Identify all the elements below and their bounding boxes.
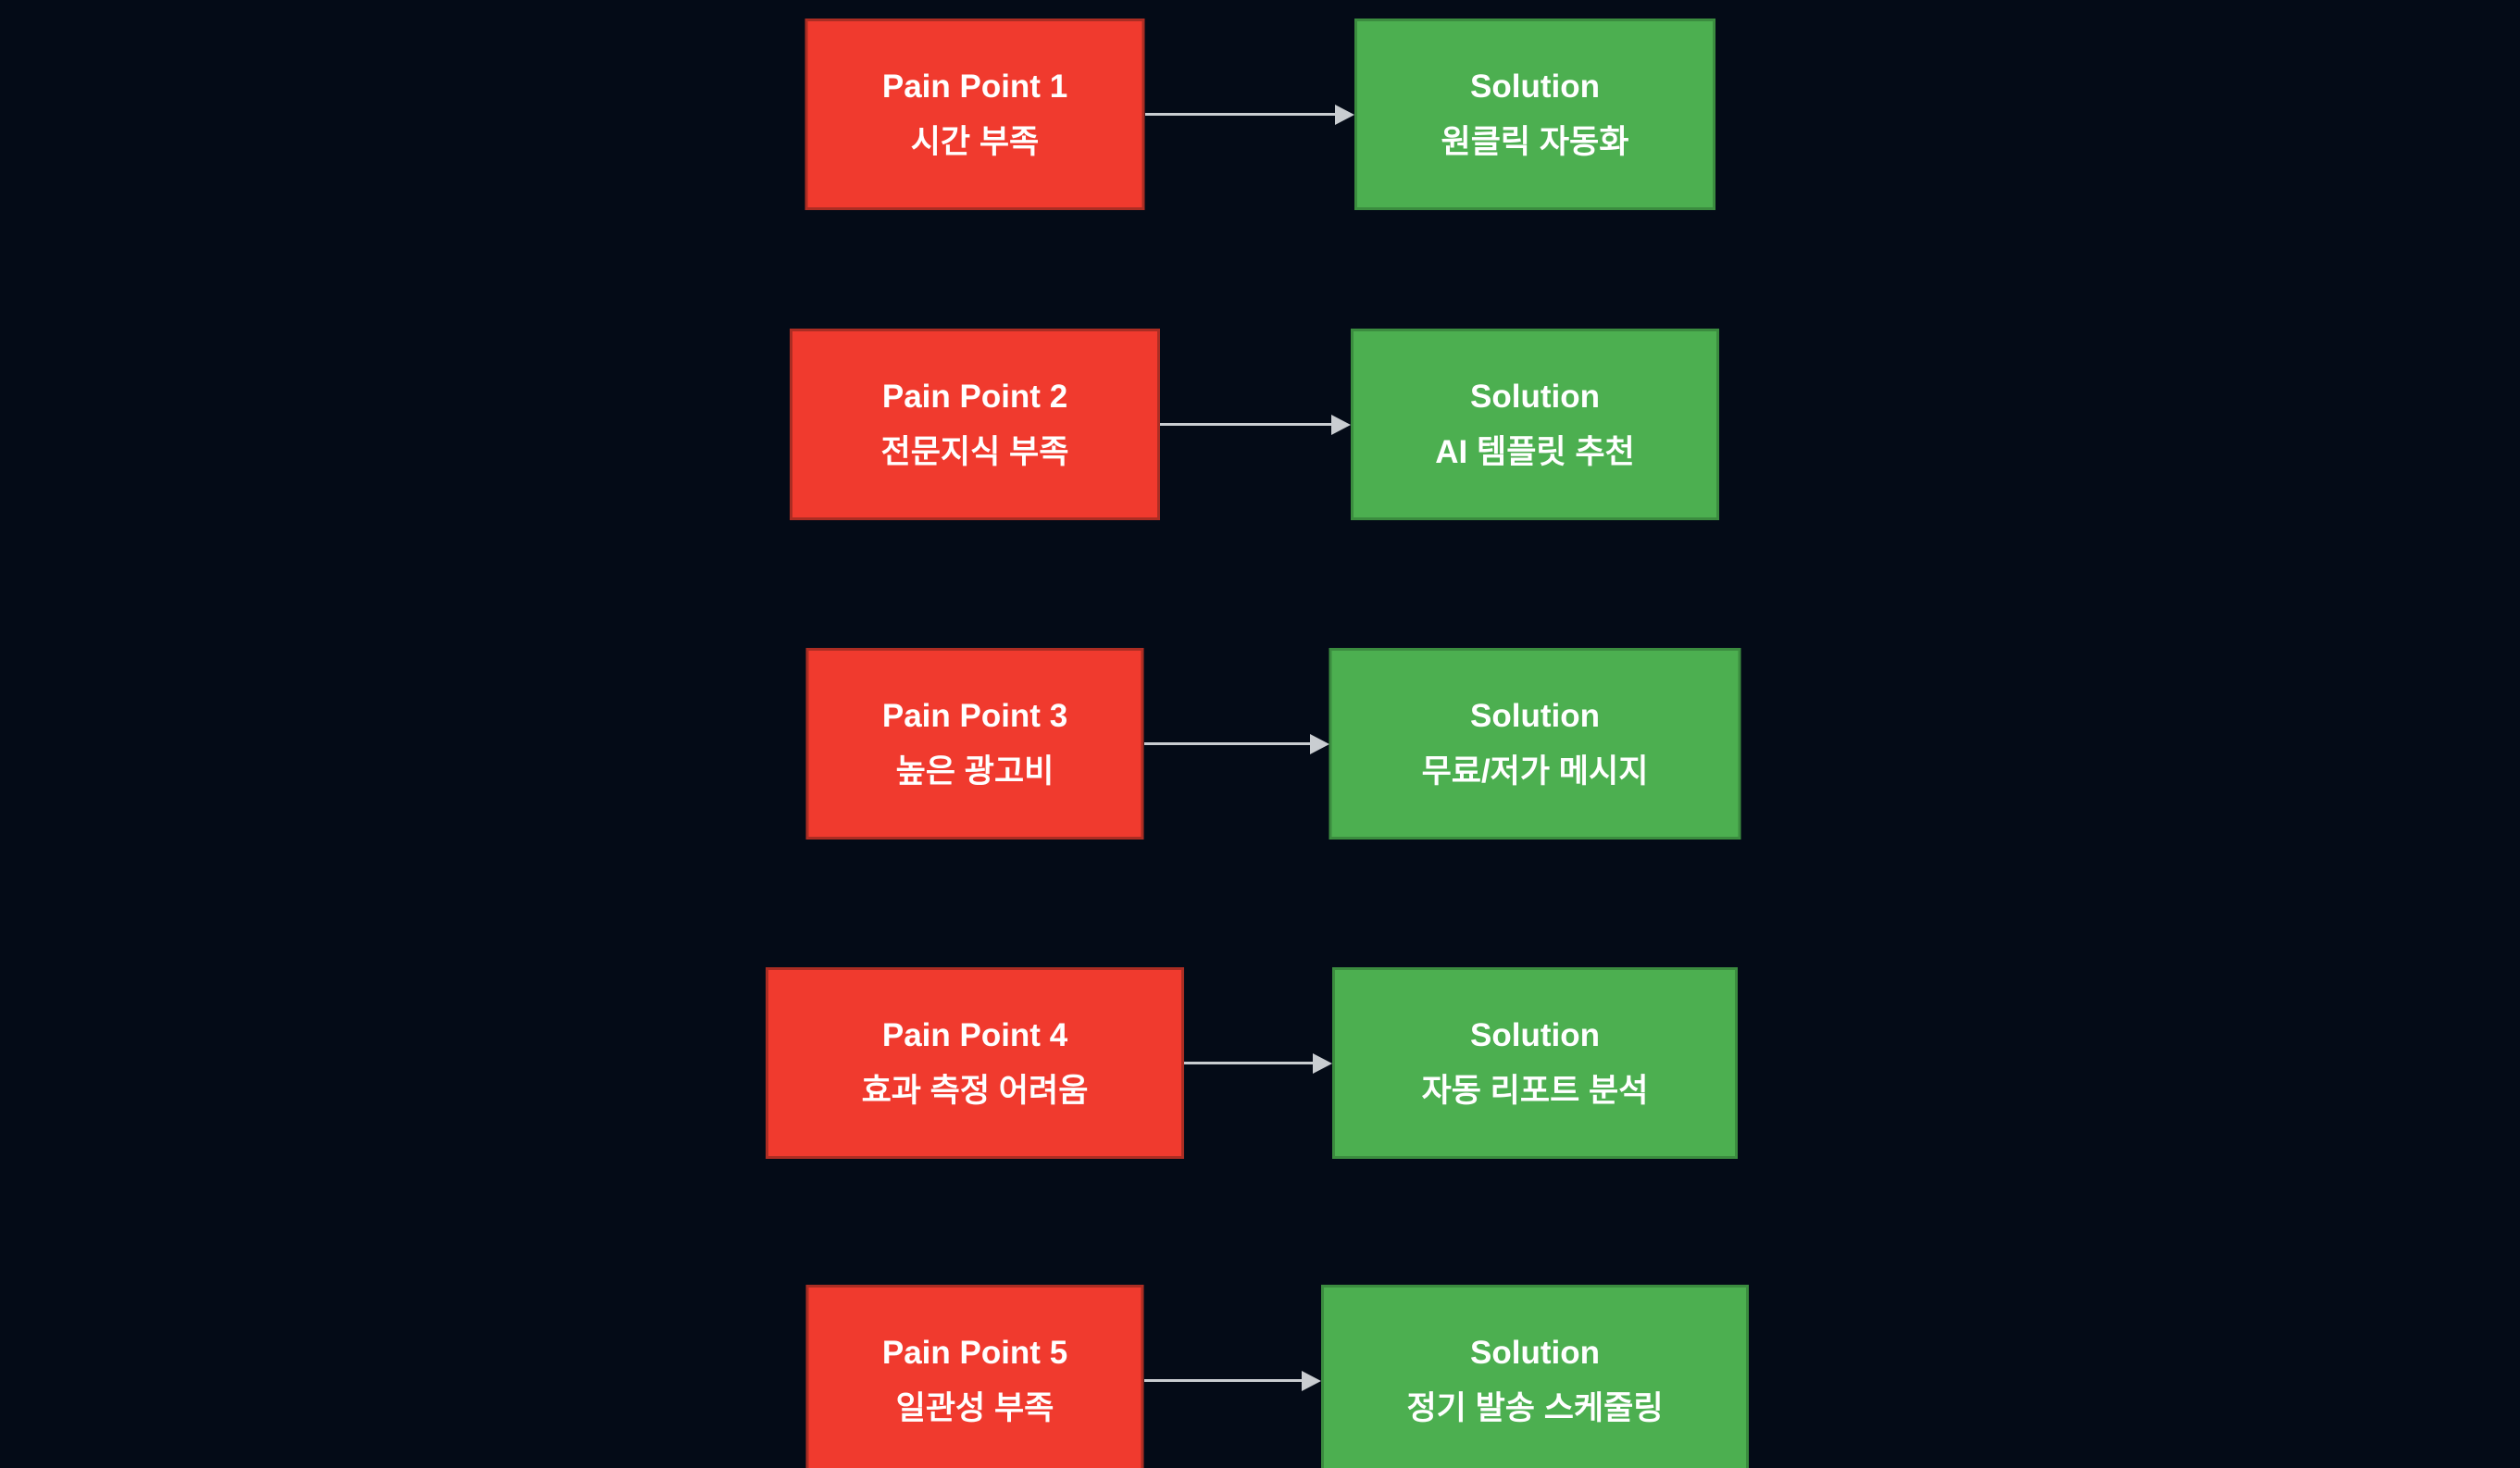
flow-row: Pain Point 4 효과 측정 어려움 Solution 자동 리포트 분… [0,967,2520,1159]
solution-label: 무료/저가 메시지 [1421,753,1649,790]
arrow-right-icon [1144,113,1336,116]
pain-point-box: Pain Point 5 일관성 부족 [805,1285,1144,1468]
solution-title: Solution [1470,1017,1600,1053]
flow-row: Pain Point 5 일관성 부족 Solution 정기 발송 스케줄링 [0,1285,2520,1468]
pain-point-box: Pain Point 1 시간 부족 [805,19,1145,210]
pain-point-title: Pain Point 3 [881,698,1068,734]
solution-title: Solution [1470,1335,1600,1371]
pain-point-title: Pain Point 1 [881,68,1068,105]
pain-point-title: Pain Point 4 [881,1017,1068,1053]
solution-label: 자동 리포트 분석 [1421,1072,1649,1109]
solution-label: AI 템플릿 추천 [1435,433,1635,470]
solution-title: Solution [1470,379,1600,415]
pain-point-label: 전문지식 부족 [880,433,1069,470]
solution-title: Solution [1470,698,1600,734]
solution-box: Solution 정기 발송 스케줄링 [1321,1285,1749,1468]
solution-box: Solution 무료/저가 메시지 [1329,648,1741,840]
solution-box: Solution 원클릭 자동화 [1354,19,1715,210]
arrow-right-icon [1160,423,1332,426]
arrow-right-icon [1143,742,1311,745]
pain-point-title: Pain Point 2 [881,379,1068,415]
arrow-right-icon [1143,1379,1303,1382]
solution-title: Solution [1470,68,1600,105]
pain-point-label: 일관성 부족 [895,1389,1054,1426]
pain-point-box: Pain Point 4 효과 측정 어려움 [766,967,1184,1159]
solution-box: Solution AI 템플릿 추천 [1351,329,1719,520]
pain-point-title: Pain Point 5 [881,1335,1068,1371]
pain-point-label: 시간 부족 [910,123,1040,160]
flow-row: Pain Point 1 시간 부족 Solution 원클릭 자동화 [0,19,2520,210]
pain-point-label: 높은 광고비 [895,753,1054,790]
pain-point-box: Pain Point 3 높은 광고비 [805,648,1144,840]
pain-point-box: Pain Point 2 전문지식 부족 [790,329,1160,520]
flow-row: Pain Point 2 전문지식 부족 Solution AI 템플릿 추천 [0,329,2520,520]
solution-label: 원클릭 자동화 [1441,123,1629,160]
solution-label: 정기 발송 스케줄링 [1406,1389,1664,1426]
pain-point-label: 효과 측정 어려움 [861,1072,1089,1109]
arrow-right-icon [1184,1062,1314,1064]
flow-row: Pain Point 3 높은 광고비 Solution 무료/저가 메시지 [0,648,2520,840]
solution-box: Solution 자동 리포트 분석 [1332,967,1738,1159]
